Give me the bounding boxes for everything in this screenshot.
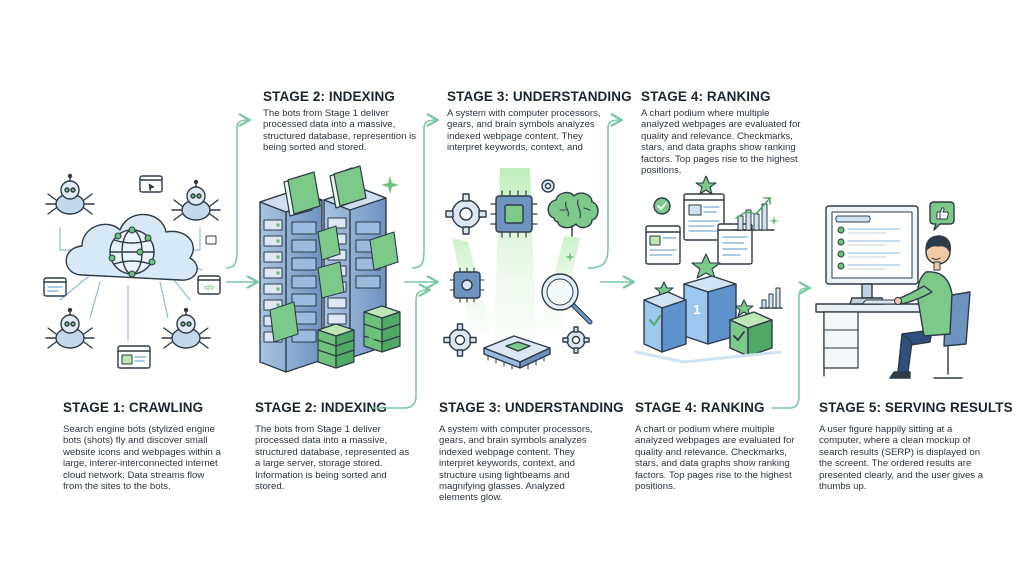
globe-network-icon — [108, 226, 156, 278]
bar-graph-icon — [759, 287, 783, 309]
caption-serving-results: STAGE 5: SERVING RESULTS A user figure h… — [819, 400, 1013, 493]
caption-indexing: STAGE 2: INDEXING The bots from Stage 1 … — [255, 400, 415, 492]
podium-icon: 1 — [634, 275, 782, 364]
file-folder-icon — [269, 225, 399, 343]
caption-body: A chart podium where multiple analyzed w… — [641, 108, 801, 177]
caption-crawling: STAGE 1: CRAWLING Search engine bots (st… — [63, 400, 221, 492]
webpage-icon — [117, 345, 151, 369]
ranking-illustration: 1 — [634, 175, 783, 364]
caption-body: The bots from Stage 1 deliver processed … — [263, 108, 417, 154]
understanding-illustration — [443, 168, 599, 370]
storage-cube-icon — [317, 323, 355, 369]
processor-chip-icon — [449, 267, 485, 303]
arrow-crawl-to-index-top — [225, 120, 248, 269]
caption-body: The bots from Stage 1 deliver processed … — [255, 424, 410, 493]
caption-title: STAGE 2: INDEXING — [255, 400, 387, 415]
base-chip-icon — [483, 335, 551, 370]
checkmark-icon — [653, 197, 671, 215]
spider-bot-icon — [161, 307, 211, 349]
top-caption-ranking: STAGE 4: RANKING A chart podium where mu… — [641, 89, 801, 176]
code-badge: </> — [204, 285, 214, 292]
storage-cube-icon — [363, 305, 401, 353]
caption-title: STAGE 5: SERVING RESULTS — [819, 400, 1013, 415]
gear-icon — [562, 326, 590, 354]
caption-title: STAGE 4: RANKING — [641, 89, 771, 104]
caption-ranking: STAGE 4: RANKING A chart or podium where… — [635, 400, 797, 492]
webpage-card-icon — [645, 225, 681, 265]
caption-title: STAGE 1: CRAWLING — [63, 400, 204, 415]
code-page-icon: </> — [197, 275, 221, 295]
star-icon — [654, 175, 754, 317]
caption-title: STAGE 2: INDEXING — [263, 89, 395, 104]
server-rack-icon — [259, 189, 323, 373]
bar-graph-icon — [733, 197, 775, 231]
top-caption-indexing: STAGE 2: INDEXING The bots from Stage 1 … — [263, 89, 423, 154]
indexing-illustration — [259, 165, 401, 373]
arrow-index-to-understand-bottom — [372, 290, 428, 409]
processor-chip-icon — [490, 190, 538, 238]
top-caption-understanding: STAGE 3: UNDERSTANDING A system with com… — [447, 89, 632, 154]
caption-title: STAGE 4: RANKING — [635, 400, 765, 415]
arrow-understand-to-rank-top — [587, 120, 620, 269]
sparkle-icon — [365, 176, 399, 344]
sparkle-icon — [769, 216, 779, 226]
thumbs-up-icon — [929, 201, 955, 231]
arrow-rank-to-serve — [772, 288, 808, 409]
crawling-illustration: </> — [43, 173, 221, 369]
folder-stack-icon — [283, 165, 367, 217]
spider-bot-icon — [45, 307, 95, 349]
arrow-index-to-understand-top — [411, 120, 436, 269]
webpage-icon — [139, 175, 163, 193]
podium-rank-label: 1 — [693, 302, 700, 317]
search-results-list — [835, 215, 901, 270]
desk-icon — [815, 303, 951, 377]
spider-bot-icon — [171, 179, 221, 221]
light-beam — [494, 168, 536, 340]
caption-title: STAGE 3: UNDERSTANDING — [447, 89, 632, 104]
webpage-icon — [43, 277, 67, 297]
caption-body: A system with computer processors, gears… — [447, 108, 601, 154]
caption-title: STAGE 3: UNDERSTANDING — [439, 400, 624, 415]
magnifying-glass-icon — [541, 273, 593, 325]
small-page-icon — [205, 235, 217, 245]
flow-arrows — [225, 120, 808, 409]
gear-icon — [445, 193, 487, 235]
caption-understanding: STAGE 3: UNDERSTANDING A system with com… — [439, 400, 624, 504]
brain-icon — [547, 191, 599, 237]
caption-body: Search engine bots (stylized engine bots… — [63, 424, 221, 493]
sparkle-icon — [565, 252, 575, 262]
caption-body: A system with computer processors, gears… — [439, 424, 593, 504]
serving-results-illustration — [815, 201, 971, 379]
user-figure-icon — [889, 235, 971, 379]
caption-body: A chart or podium where multiple analyze… — [635, 424, 795, 493]
computer-monitor-icon — [825, 205, 919, 305]
webpage-card-icon — [683, 193, 725, 241]
caption-body: A user figure happily sitting at a compu… — [819, 424, 984, 493]
gear-icon — [541, 179, 555, 193]
spider-bot-icon — [45, 173, 95, 215]
gear-icon — [443, 323, 477, 357]
